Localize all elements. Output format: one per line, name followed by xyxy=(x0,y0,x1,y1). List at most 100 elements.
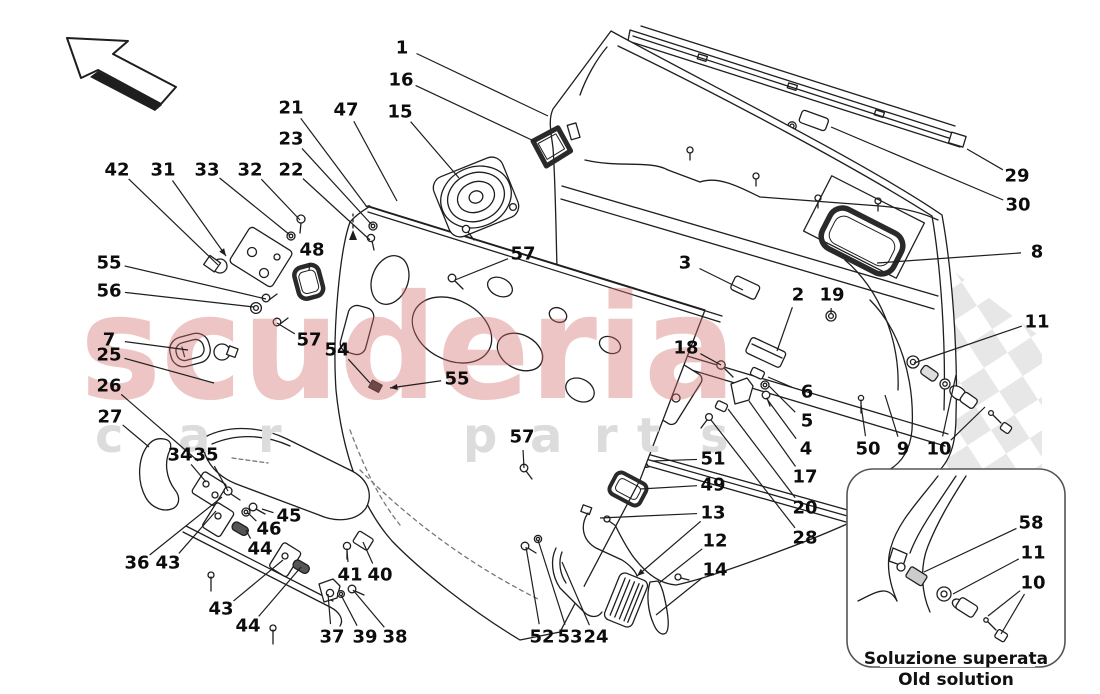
gasket-49 xyxy=(607,470,649,508)
clip-55 xyxy=(349,213,383,393)
channel-strip xyxy=(182,525,343,645)
part-number-label: 50 xyxy=(855,439,880,460)
leader-line xyxy=(884,394,899,437)
exploded-drawing xyxy=(66,25,1013,645)
direction-arrow-icon xyxy=(66,37,177,111)
leader-line xyxy=(987,590,1021,617)
door-pull xyxy=(139,438,180,511)
leader-line xyxy=(261,508,274,514)
latch-3 xyxy=(730,275,761,300)
leader-line xyxy=(952,558,1020,595)
part-number-label: 30 xyxy=(1005,195,1030,216)
leader-line xyxy=(966,148,1004,171)
part-number-label: 35 xyxy=(193,445,218,466)
part-number-label: 19 xyxy=(819,285,844,306)
part-number-label: 45 xyxy=(276,506,301,527)
part-number-label: 32 xyxy=(237,160,262,181)
hinge-bracket xyxy=(202,214,306,288)
part-number-label: 42 xyxy=(104,160,129,181)
part-number-label: 27 xyxy=(97,407,122,428)
leader-line xyxy=(245,529,252,539)
leader-line xyxy=(699,267,744,291)
watermark-letter: a xyxy=(178,408,210,464)
leader-line xyxy=(346,550,349,563)
part-number-label: 15 xyxy=(387,102,412,123)
part-number-label: 22 xyxy=(278,160,303,181)
vent-grille-12 xyxy=(603,572,649,628)
leader-line xyxy=(347,358,371,384)
part-number-label: 57 xyxy=(510,244,535,265)
leader-line xyxy=(124,291,255,308)
leader-line xyxy=(178,510,217,554)
part-number-label: 58 xyxy=(1018,513,1043,534)
leader-line xyxy=(258,566,302,617)
leader-line xyxy=(651,458,698,462)
channel-24 xyxy=(520,534,603,618)
part-number-label: 23 xyxy=(278,129,303,150)
part-number-label: 38 xyxy=(382,627,407,648)
part-number-label: 24 xyxy=(583,627,608,648)
gasket-16 xyxy=(530,125,574,169)
leader-line xyxy=(219,177,291,236)
leader-line xyxy=(950,406,986,441)
leader-line xyxy=(246,511,257,522)
part-number-label: 33 xyxy=(194,160,219,181)
speaker xyxy=(432,156,520,238)
leader-line xyxy=(301,148,373,226)
hinge-37 xyxy=(318,578,365,603)
hardware-cluster xyxy=(700,366,771,429)
part-number-label: 54 xyxy=(324,340,349,361)
leader-line xyxy=(415,84,537,143)
watermark-letter: r xyxy=(594,408,618,464)
part-number-label: 43 xyxy=(155,553,180,574)
part-number-label: 52 xyxy=(529,627,554,648)
leader-line xyxy=(710,419,796,529)
leader-line xyxy=(599,512,698,519)
watermark-letter: t xyxy=(637,408,660,464)
leader-line xyxy=(860,404,867,437)
part-number-label: 8 xyxy=(1031,242,1044,263)
part-number-label: 12 xyxy=(702,531,727,552)
part-number-label: 10 xyxy=(1020,573,1045,594)
part-number-label: 39 xyxy=(352,627,377,648)
leader-line xyxy=(190,463,207,483)
leader-line xyxy=(1000,593,1026,635)
leader-line xyxy=(327,593,332,625)
part-number-label: 55 xyxy=(96,253,121,274)
part-number-label: 48 xyxy=(299,240,324,261)
leader-line xyxy=(561,561,590,626)
rail-screws xyxy=(366,221,378,251)
leader-line xyxy=(122,424,150,448)
part-number-label: 3 xyxy=(679,253,692,274)
part-number-label: 2 xyxy=(792,285,805,306)
watermark-letter: r xyxy=(258,408,282,464)
inset-caption-it: Soluzione superata xyxy=(864,649,1048,669)
leader-line xyxy=(658,548,703,584)
part-number-label: 1 xyxy=(396,38,409,59)
part-number-label: 18 xyxy=(673,338,698,359)
rod-13 xyxy=(580,504,638,577)
leader-line xyxy=(124,357,215,384)
part-number-label: 4 xyxy=(800,439,813,460)
part-number-label: 41 xyxy=(337,565,362,586)
leader-line xyxy=(768,385,796,413)
leader-arrowhead xyxy=(390,384,398,390)
leader-line xyxy=(352,589,385,628)
inset-caption-en: Old solution xyxy=(898,670,1014,690)
leader-line xyxy=(522,449,525,469)
leader-line xyxy=(171,180,227,257)
part-number-label: 7 xyxy=(103,330,116,351)
old-solution-inset: Soluzione superata Old solution xyxy=(846,468,1066,690)
leader-line xyxy=(727,408,796,499)
part-number-label: 47 xyxy=(333,100,358,121)
speaker-screws xyxy=(447,202,518,290)
striker-2 xyxy=(745,337,787,368)
leader-line xyxy=(525,546,540,625)
part-number-label: 53 xyxy=(557,627,582,648)
leader-line xyxy=(410,121,460,179)
leader-line xyxy=(128,178,219,266)
leader-line xyxy=(124,341,189,351)
part-number-label: 56 xyxy=(96,281,121,302)
